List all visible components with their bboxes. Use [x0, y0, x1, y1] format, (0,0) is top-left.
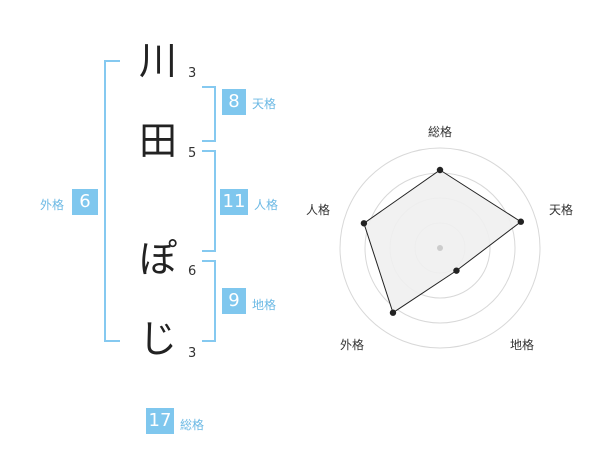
radar-axis-label-jinkaku: 人格 [306, 203, 331, 217]
stroke-count-4: 3 [188, 346, 197, 361]
radar-axis-label-tenkaku: 天格 [549, 203, 574, 217]
radar-axis-label-soukaku: 総格 [428, 125, 453, 139]
radar-chart [339, 147, 541, 349]
tenkaku-value: 8 [222, 89, 246, 115]
radar-points [360, 166, 525, 316]
tenkaku-bracket [202, 86, 216, 142]
stroke-count-2: 5 [188, 146, 197, 161]
radar-point-1 [517, 218, 525, 225]
jinkaku-value: 11 [220, 189, 248, 215]
radar-point-0 [436, 166, 444, 174]
radar-point-2 [453, 267, 460, 274]
name-char-4: じ [138, 317, 177, 361]
soukaku-value: 17 [146, 408, 174, 434]
jinkaku-label: 人格 [254, 198, 279, 212]
radar-polygon [363, 169, 522, 314]
radar-ring-4 [339, 147, 541, 349]
radar-center-dot [437, 245, 443, 251]
stroke-count-3: 6 [188, 264, 197, 279]
radar-point-4 [360, 220, 368, 227]
name-char-3: ぽ [138, 237, 177, 281]
gaikaku-value: 6 [72, 189, 98, 215]
gaikaku-label: 外格 [40, 198, 65, 212]
soukaku-label: 総格 [180, 418, 205, 432]
radar-point-3 [389, 309, 397, 316]
name-char-2: 田 [138, 119, 177, 163]
chikaku-label: 地格 [252, 298, 277, 312]
tenkaku-label: 天格 [252, 97, 277, 111]
chikaku-value: 9 [222, 288, 246, 314]
stroke-count-1: 3 [188, 66, 197, 81]
jinkaku-bracket [202, 150, 216, 252]
chikaku-bracket [202, 260, 216, 342]
gaikaku-bracket [104, 60, 120, 342]
radar-axis-label-gaikaku: 外格 [340, 338, 365, 352]
name-char-1: 川 [138, 39, 177, 83]
radar-axis-label-chikaku: 地格 [510, 338, 535, 352]
